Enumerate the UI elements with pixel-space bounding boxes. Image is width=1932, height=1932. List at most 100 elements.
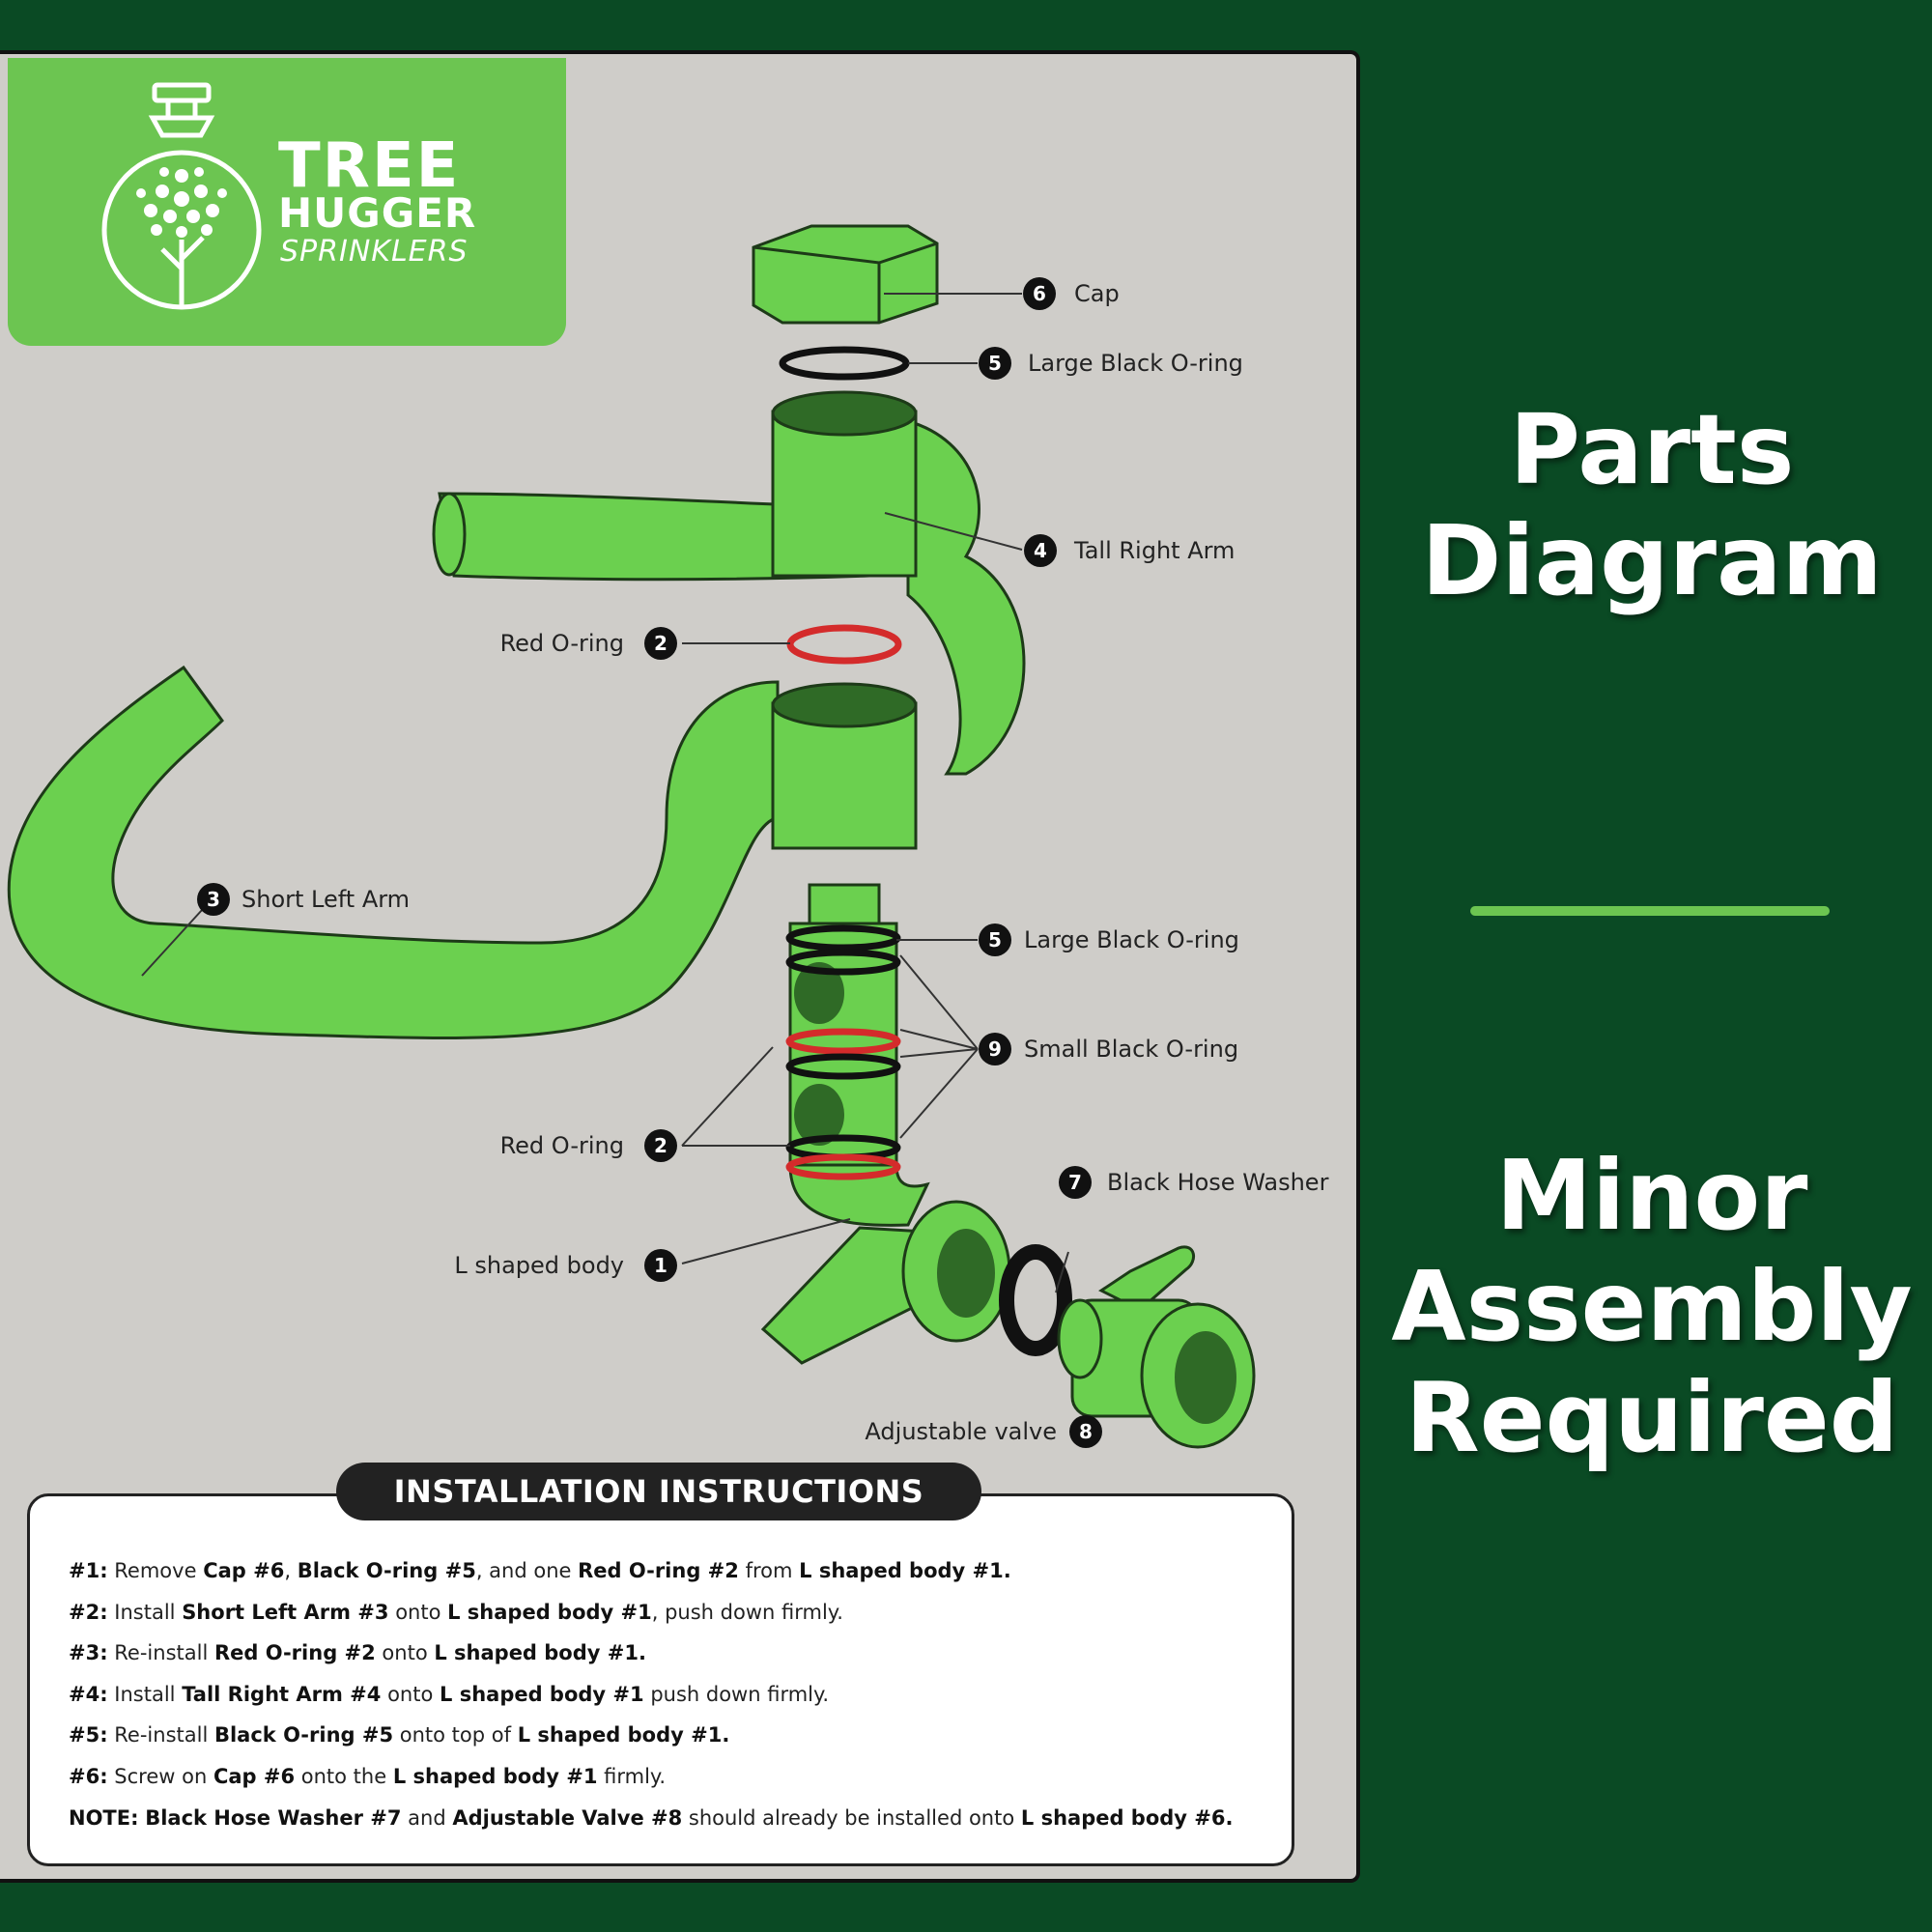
instruction-step: #5: Re-install Black O-ring #5 onto top … [69, 1715, 1263, 1756]
instruction-emphasis: L shaped body #1 [392, 1764, 598, 1788]
instruction-text: onto [381, 1682, 440, 1706]
adjustable-valve-inlet [1057, 1298, 1103, 1379]
installation-instructions-box: #1: Remove Cap #6, Black O-ring #5, and … [27, 1493, 1294, 1866]
side-subtitle-line: Minor [1495, 1139, 1808, 1252]
callout-badge [644, 1129, 677, 1162]
instruction-emphasis: #4: [69, 1682, 108, 1706]
instruction-emphasis: L shaped body #1 [447, 1600, 652, 1624]
instruction-emphasis: Black O-ring #5 [213, 1723, 394, 1747]
callout-number: 5 [988, 928, 1002, 952]
instruction-text: , and one [475, 1559, 579, 1582]
callout-number: 3 [207, 888, 220, 911]
callout-badge [644, 627, 677, 660]
brand-logo: TREE HUGGER SPRINKLERS [8, 58, 566, 346]
callout-cap: 6 Cap [1023, 277, 1120, 310]
instruction-text: should already be installed onto [682, 1805, 1021, 1830]
side-title: Parts Diagram [1381, 394, 1922, 616]
cap-part [752, 224, 939, 325]
instruction-emphasis: Tall Right Arm #4 [182, 1682, 382, 1706]
callout-badge [1023, 277, 1056, 310]
logo-word-sprinklers: SPRINKLERS [280, 235, 469, 269]
callout-label: Cap [1074, 280, 1120, 307]
callout-number: 1 [654, 1254, 668, 1277]
side-title-line: Diagram [1421, 504, 1883, 617]
side-subtitle-line: Required [1405, 1361, 1899, 1474]
callout-badge [1069, 1415, 1102, 1448]
callout-badge [979, 923, 1011, 956]
logo-word-tree: TREE [278, 130, 461, 202]
callout-badge [1024, 534, 1057, 567]
callout-badge [979, 1033, 1011, 1065]
side-title-line: Parts [1509, 393, 1795, 506]
callout-number: 7 [1068, 1171, 1082, 1194]
instruction-emphasis: L shaped body #1. [517, 1723, 730, 1747]
adjustable-valve-bore [1175, 1331, 1236, 1424]
instruction-emphasis: Cap #6 [203, 1559, 285, 1582]
instruction-text: onto top of [393, 1723, 518, 1747]
exploded-parts-diagram: 6 Cap 5 Large Black O-ring 4 Tall Right … [7, 224, 1329, 1449]
instruction-emphasis: #6: [69, 1764, 108, 1788]
instruction-text: onto [388, 1600, 448, 1624]
callout-number: 8 [1079, 1420, 1093, 1443]
instruction-emphasis: #2: [69, 1600, 108, 1624]
tall-right-arm-end [432, 492, 467, 577]
callout-red-o-ring-stem: 2 Red O-ring [500, 1129, 677, 1162]
short-left-arm-part [7, 665, 780, 1040]
short-left-arm-collar-top [771, 682, 918, 728]
l-body-elbow [788, 1163, 930, 1227]
instruction-step: #6: Screw on Cap #6 onto the L shaped bo… [69, 1756, 1263, 1798]
callout-large-black-o-ring-top: 5 Large Black O-ring [979, 347, 1243, 380]
callout-l-shaped-body: 1 L shaped body [454, 1249, 677, 1282]
callout-red-o-ring-top: 2 Red O-ring [500, 627, 677, 660]
large-black-o-ring-top [779, 346, 910, 381]
instruction-text: Remove [107, 1559, 204, 1582]
callout-label: Red O-ring [500, 1132, 624, 1159]
callout-label: Large Black O-ring [1028, 350, 1243, 377]
black-hose-washer-part [999, 1244, 1072, 1356]
parts-diagram-card: TREE HUGGER SPRINKLERS [0, 50, 1360, 1883]
instruction-emphasis: #5: [69, 1723, 108, 1747]
callout-number: 2 [654, 1134, 668, 1157]
l-body-stem-window-2 [794, 1084, 844, 1146]
callout-label: Adjustable valve [865, 1418, 1057, 1445]
callout-short-left-arm: 3 Short Left Arm [197, 883, 410, 916]
callout-label: Red O-ring [500, 630, 624, 657]
callout-number: 4 [1034, 539, 1047, 562]
callout-label: Small Black O-ring [1024, 1036, 1238, 1063]
instruction-text: push down firmly. [643, 1682, 830, 1706]
callout-badge [644, 1249, 677, 1282]
instruction-text: from [738, 1559, 800, 1582]
instruction-text: Screw on [107, 1764, 213, 1788]
instruction-step: #4: Install Tall Right Arm #4 onto L sha… [69, 1674, 1263, 1716]
callout-number: 9 [988, 1037, 1002, 1061]
callout-small-black-o-ring: 9 Small Black O-ring [979, 1033, 1238, 1065]
callout-label: Short Left Arm [242, 886, 410, 913]
instruction-emphasis: Red O-ring #2 [578, 1559, 739, 1582]
callout-number: 6 [1033, 282, 1046, 305]
l-body-outlet-bore [937, 1229, 995, 1318]
instruction-text: , [284, 1559, 298, 1582]
tall-right-arm-elbow [906, 419, 1026, 776]
red-o-ring-stem-1 [785, 1028, 901, 1055]
instruction-emphasis: Red O-ring #2 [213, 1641, 376, 1665]
callout-number: 5 [988, 352, 1002, 375]
installation-instructions-title: INSTALLATION INSTRUCTIONS [336, 1463, 981, 1520]
callout-badge [979, 347, 1011, 380]
instruction-emphasis: Adjustable Valve #8 [452, 1805, 683, 1830]
instruction-emphasis: L shaped body #6. [1020, 1805, 1234, 1830]
tall-right-arm-collar [771, 410, 918, 578]
callout-large-black-o-ring-stem: 5 Large Black O-ring [979, 923, 1239, 956]
leader-lines [141, 293, 1069, 1293]
red-o-ring-stem-2 [785, 1153, 901, 1180]
instruction-text: and [401, 1805, 453, 1830]
instruction-emphasis: NOTE: [69, 1805, 139, 1830]
instruction-text: Install [107, 1682, 183, 1706]
instruction-emphasis: L shaped body #1. [799, 1559, 1011, 1582]
instruction-text: Re-install [107, 1641, 214, 1665]
adjustable-valve-handle [1098, 1245, 1195, 1312]
callout-label: Large Black O-ring [1024, 926, 1239, 953]
side-subtitle-line: Assembly [1391, 1250, 1913, 1363]
instruction-emphasis: Short Left Arm #3 [182, 1600, 389, 1624]
instruction-emphasis: L shaped body #1 [440, 1682, 644, 1706]
callout-black-hose-washer: 7 Black Hose Washer [1059, 1166, 1329, 1199]
